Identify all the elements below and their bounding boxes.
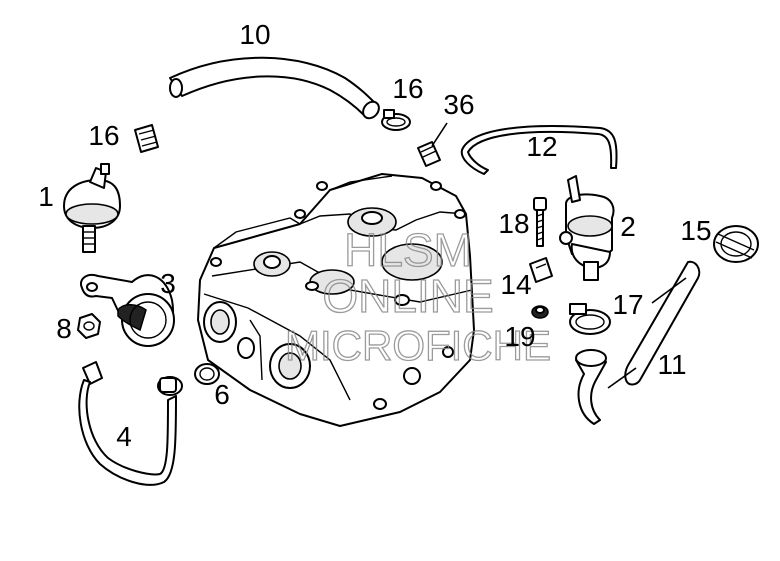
watermark-line-2: ONLINE (322, 270, 493, 322)
callout-16-left: 16 (88, 120, 119, 151)
part-14-clip (529, 257, 553, 283)
part-16-hose-clamp-upper (381, 109, 411, 131)
part-11-hose (575, 260, 701, 425)
callout-12: 12 (526, 131, 557, 162)
part-18-bolt (533, 197, 547, 247)
callout-labels: 10 16 36 16 12 1 18 2 15 3 14 17 8 19 11… (38, 19, 711, 452)
watermark: HLSM ONLINE MICROFICHE (284, 223, 551, 369)
callout-4: 4 (116, 421, 132, 452)
callout-1: 1 (38, 181, 54, 212)
callout-18: 18 (498, 208, 529, 239)
leader-36 (431, 122, 448, 147)
part-1-valve (63, 163, 121, 253)
callout-2: 2 (620, 211, 636, 242)
callout-3: 3 (160, 268, 176, 299)
part-2-pulse-pump (559, 175, 615, 281)
part-36-nipple (417, 141, 441, 167)
callout-8: 8 (56, 313, 72, 344)
callout-15: 15 (680, 215, 711, 246)
cylinder-head (197, 173, 475, 427)
part-4-fuel-line (78, 361, 183, 486)
callout-10: 10 (239, 19, 270, 50)
part-17-clamp (569, 303, 611, 335)
part-6-o-ring (194, 363, 220, 385)
callout-36: 36 (443, 89, 474, 120)
watermark-line-1: HLSM (344, 224, 472, 276)
watermark-line-3: MICROFICHE (285, 322, 551, 369)
part-10-hose (169, 56, 380, 120)
part-19-nut (531, 305, 549, 319)
callout-11: 11 (657, 349, 686, 380)
leader-lines (431, 122, 687, 389)
part-16-fitting-left (134, 124, 159, 153)
callout-17: 17 (612, 289, 643, 320)
part-8-nut (77, 313, 101, 339)
part-3-bracket (80, 274, 175, 347)
callout-6: 6 (214, 379, 230, 410)
leader-17 (651, 277, 687, 304)
callout-19: 19 (504, 321, 535, 352)
part-15-cap (713, 225, 759, 263)
callout-16-upper: 16 (392, 73, 423, 104)
leader-11 (607, 367, 637, 389)
part-12-tube (460, 125, 618, 175)
callout-14: 14 (500, 269, 531, 300)
